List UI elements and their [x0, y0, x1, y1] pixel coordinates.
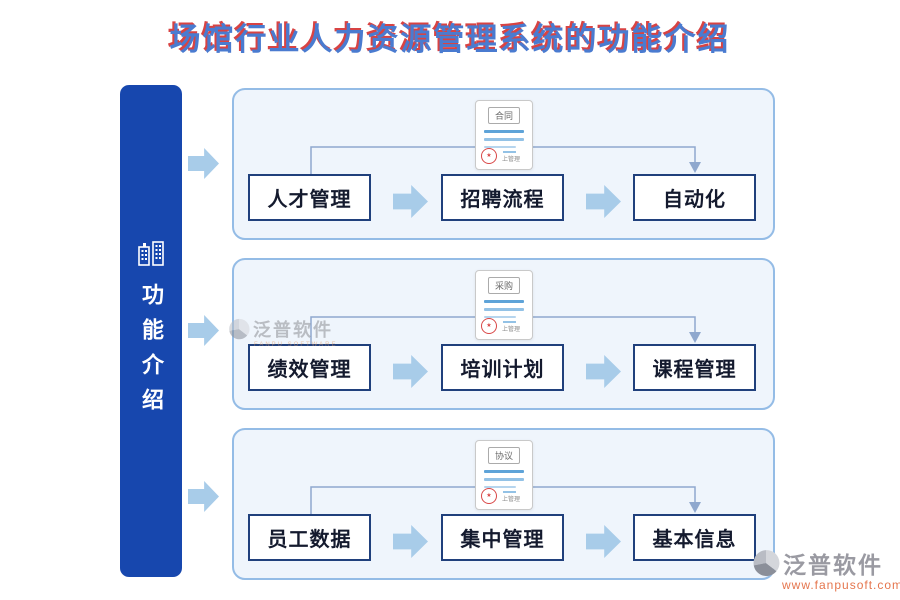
watermark-fanpu-bottom: 泛普软件 www.fanpusoft.com [752, 546, 900, 592]
watermark-name: 泛普软件 [253, 320, 333, 340]
fanpu-logo-icon [229, 318, 250, 340]
node-performance-management: 绩效管理 [248, 344, 371, 391]
node-employee-data: 员工数据 [248, 514, 371, 561]
node-automation: 自动化 [633, 174, 756, 221]
watermark-fanpu-mid: 泛普软件 FANPU SOFTWARE [228, 316, 337, 348]
node-talent-management: 人才管理 [248, 174, 371, 221]
fanpu-logo-icon [753, 550, 780, 577]
document-icon: 协议 上管理 [475, 440, 533, 510]
red-seal-icon [481, 318, 497, 334]
page-title: 场馆行业人力资源管理系统的功能介绍 [169, 22, 731, 57]
document-label: 合同 [487, 107, 521, 124]
red-seal-icon [481, 488, 497, 504]
document-label: 协议 [487, 447, 521, 464]
node-centralized-management: 集中管理 [441, 514, 564, 561]
document-label: 采购 [487, 277, 521, 294]
sidebar-label: 功能介绍 [139, 283, 164, 423]
node-training-plan: 培训计划 [441, 344, 564, 391]
buildings-icon [138, 241, 164, 266]
document-icon: 合同 上管理 [475, 100, 533, 170]
sidebar-feature-intro: 功能介绍 [120, 85, 182, 577]
sidebar-arrow-3 [188, 481, 219, 512]
watermark-name: 泛普软件 [783, 552, 883, 578]
node-basic-info: 基本信息 [633, 514, 756, 561]
sidebar-arrow-1 [188, 148, 219, 179]
watermark-url: www.fanpusoft.com [782, 578, 900, 592]
panel-talent: 合同 上管理 人才管理 招聘流程 自动化 [232, 88, 775, 240]
node-course-management: 课程管理 [633, 344, 756, 391]
red-seal-icon [481, 148, 497, 164]
watermark-subtitle: FANPU SOFTWARE [254, 342, 338, 348]
document-icon: 采购 上管理 [475, 270, 533, 340]
seal-text: 上管理 [502, 327, 521, 333]
seal-text: 上管理 [502, 497, 521, 503]
sidebar-arrow-2 [188, 315, 219, 346]
panel-employee-data: 协议 上管理 员工数据 集中管理 基本信息 [232, 428, 775, 580]
node-recruiting-process: 招聘流程 [441, 174, 564, 221]
panel-performance: 采购 上管理 绩效管理 培训计划 课程管理 [232, 258, 775, 410]
seal-text: 上管理 [502, 157, 521, 163]
